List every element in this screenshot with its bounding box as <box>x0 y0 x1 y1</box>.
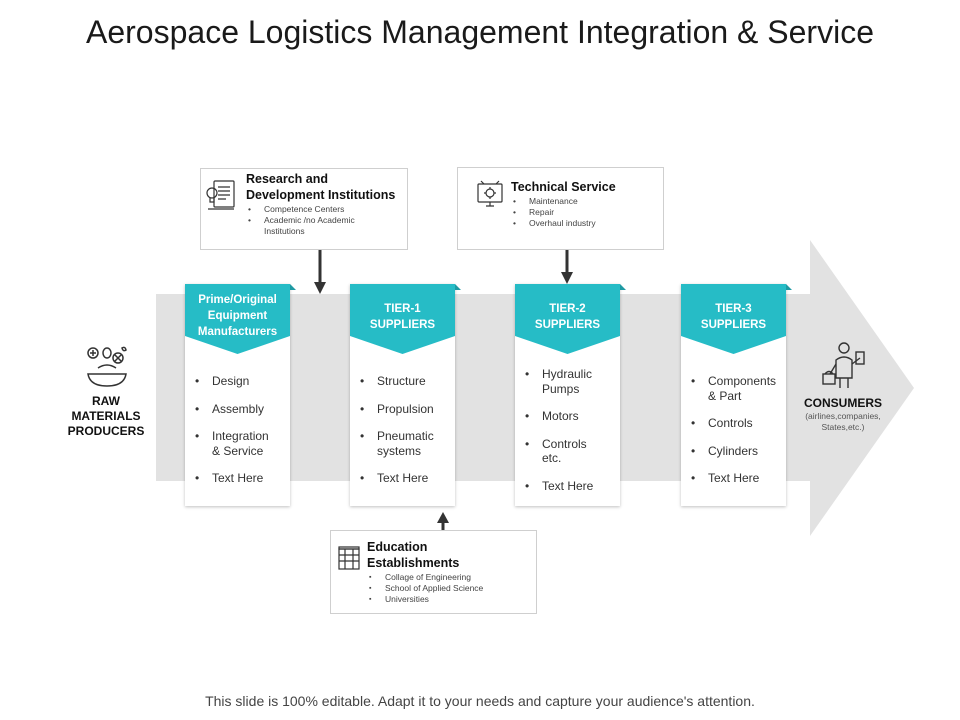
consumers-sub: (airlines,companies, States,etc.) <box>795 411 891 433</box>
education-list: Collage of Engineering School of Applied… <box>367 572 532 605</box>
technical-box: Technical Service Maintenance Repair Ove… <box>457 167 664 250</box>
title-line: TIER-3 <box>715 303 752 315</box>
list-item: Maintenance <box>511 196 661 207</box>
title-line: TIER-2 <box>549 303 586 315</box>
consumers-sub-line: (airlines,companies, <box>805 411 881 421</box>
list-item: Structure <box>360 374 452 389</box>
title-line: Prime/Original <box>198 294 277 306</box>
title-line: TIER-1 <box>384 303 421 315</box>
tier-card-title: TIER-3 SUPPLIERS <box>681 301 786 333</box>
technical-content: Technical Service Maintenance Repair Ove… <box>511 179 661 229</box>
tier-item-list: Hydraulic Pumps Motors Controls etc. Tex… <box>525 367 617 493</box>
tier-card-title: TIER-2 SUPPLIERS <box>515 301 620 333</box>
tier-card-title: TIER-1 SUPPLIERS <box>350 301 455 333</box>
school-building-icon <box>338 546 360 570</box>
consumers-label: CONSUMERS <box>803 396 882 410</box>
list-item: Hydraulic Pumps <box>525 367 595 396</box>
tier-card-tier1: TIER-1 SUPPLIERS Structure Propulsion Pn… <box>350 284 461 506</box>
card-header-shape <box>350 284 455 354</box>
list-item: Cylinders <box>691 444 783 459</box>
research-doc-icon <box>206 180 235 210</box>
list-item: Text Here <box>525 479 617 494</box>
education-content: Education Establishments Collage of Engi… <box>367 539 532 605</box>
list-item: Propulsion <box>360 402 452 417</box>
tier-item-list: Structure Propulsion Pneumatic systems T… <box>360 374 452 486</box>
list-item: Collage of Engineering <box>367 572 532 583</box>
tier-card-tier3: TIER-3 SUPPLIERS Components & Part Contr… <box>681 284 792 506</box>
research-list: Competence Centers Academic /no Academic… <box>246 204 396 237</box>
title-line: SUPPLIERS <box>369 319 436 331</box>
title-line: Manufacturers <box>197 326 278 338</box>
list-item: Components & Part <box>691 374 776 403</box>
research-title: Research and Development Institutions <box>246 172 396 202</box>
list-item: Text Here <box>691 471 783 486</box>
research-box: Research and Development Institutions Co… <box>200 168 408 250</box>
tier-card-oem: Prime/Original Equipment Manufacturers D… <box>185 284 296 506</box>
list-item: Pneumatic systems <box>360 429 440 458</box>
shopper-icon <box>822 342 865 388</box>
card-fold <box>290 284 296 290</box>
list-item: Repair <box>511 207 661 218</box>
list-item: Controls etc. <box>525 437 595 466</box>
down-arrow-connector <box>561 250 573 284</box>
education-box: Education Establishments Collage of Engi… <box>330 530 537 614</box>
raw-line-2: MATERIALS <box>71 409 141 423</box>
title-line: SUPPLIERS <box>534 319 601 331</box>
list-item: Competence Centers <box>246 204 396 215</box>
card-fold <box>786 284 792 290</box>
technical-list: Maintenance Repair Overhaul industry <box>511 196 661 229</box>
card-fold <box>455 284 461 290</box>
card-fold <box>620 284 626 290</box>
slide-title: Aerospace Logistics Management Integrati… <box>86 14 874 50</box>
flow-arrow-head <box>810 240 914 536</box>
monitor-gear-icon <box>477 180 503 207</box>
raw-line-3: PRODUCERS <box>67 424 145 438</box>
list-item: Text Here <box>195 471 287 486</box>
list-item: Integration & Service <box>195 429 270 458</box>
raw-line-1: RAW <box>92 394 120 408</box>
down-arrow-connector <box>314 250 326 294</box>
card-header-shape <box>515 284 620 354</box>
education-title: Education Establishments <box>367 540 460 570</box>
card-header-shape <box>681 284 786 354</box>
tier-item-list: Components & Part Controls Cylinders Tex… <box>691 374 783 486</box>
list-item: School of Applied Science <box>367 583 532 594</box>
list-item: Controls <box>691 416 783 431</box>
ingredients-bowl-icon <box>87 346 127 387</box>
tier-item-list: Design Assembly Integration & Service Te… <box>195 374 287 486</box>
list-item: Universities <box>367 594 532 605</box>
tier-card-tier2: TIER-2 SUPPLIERS Hydraulic Pumps Motors … <box>515 284 626 506</box>
consumers-sub-line: States,etc.) <box>821 422 865 432</box>
technical-title: Technical Service <box>511 180 616 194</box>
list-item: Overhaul industry <box>511 218 661 229</box>
list-item: Assembly <box>195 402 287 417</box>
card-header-shape <box>185 284 290 354</box>
tier-card-title: Prime/Original Equipment Manufacturers <box>185 292 290 340</box>
footer-note: This slide is 100% editable. Adapt it to… <box>205 693 755 709</box>
list-item: Text Here <box>360 471 452 486</box>
title-line: SUPPLIERS <box>700 319 767 331</box>
list-item: Design <box>195 374 287 389</box>
list-item: Academic /no Academic Institutions <box>246 215 371 237</box>
research-content: Research and Development Institutions Co… <box>246 171 396 237</box>
list-item: Motors <box>525 409 617 424</box>
raw-materials-label: RAW MATERIALS PRODUCERS <box>56 394 156 439</box>
title-line: Equipment <box>207 310 268 322</box>
